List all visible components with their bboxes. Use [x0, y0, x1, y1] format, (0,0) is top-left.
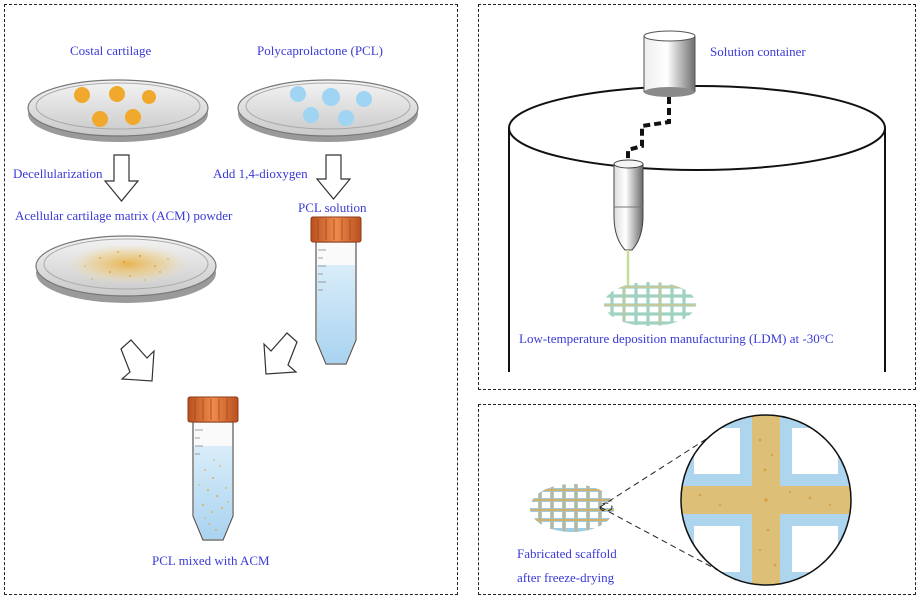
decellularization-label: Decellularization	[13, 166, 103, 181]
feed-tube	[626, 97, 671, 165]
down-arrow-dioxygen	[315, 154, 352, 200]
pcl-label: Polycaprolactone (PCL)	[257, 43, 383, 58]
print-nozzle	[613, 159, 644, 251]
scaffold-panel	[478, 404, 916, 595]
pcl-mixed-label: PCL mixed with ACM	[152, 553, 270, 568]
pcl-dish	[237, 79, 419, 142]
costal-cartilage-dish	[27, 79, 209, 142]
acm-powder-dish	[35, 235, 217, 303]
pcl-solution-label: PCL solution	[298, 200, 367, 215]
ldm-label: Low-temperature deposition manufacturing…	[519, 331, 834, 346]
cartilage-pieces	[74, 86, 156, 127]
diagonal-arrow-left	[120, 339, 155, 382]
add-dioxygen-label: Add 1,4-dioxygen	[213, 166, 308, 181]
costal-cartilage-label: Costal cartilage	[70, 43, 152, 58]
solution-container-label: Solution container	[710, 44, 806, 59]
diagonal-arrow-right	[263, 332, 298, 375]
acm-powder-label: Acellular cartilage matrix (ACM) powder	[15, 208, 233, 223]
ldm-panel	[478, 4, 916, 390]
solution-container	[643, 30, 696, 97]
down-arrow-decellularization	[103, 154, 140, 202]
preparation-panel	[4, 4, 458, 595]
pcl-acm-mixed-tube	[187, 396, 239, 541]
magnified-view	[680, 414, 852, 586]
fabricated-scaffold-label: Fabricated scaffold	[517, 546, 617, 561]
freeze-drying-label: after freeze-drying	[517, 570, 615, 585]
pcl-pellets	[290, 86, 372, 126]
ldm-printer	[508, 85, 886, 372]
pcl-solution-tube	[310, 216, 362, 365]
